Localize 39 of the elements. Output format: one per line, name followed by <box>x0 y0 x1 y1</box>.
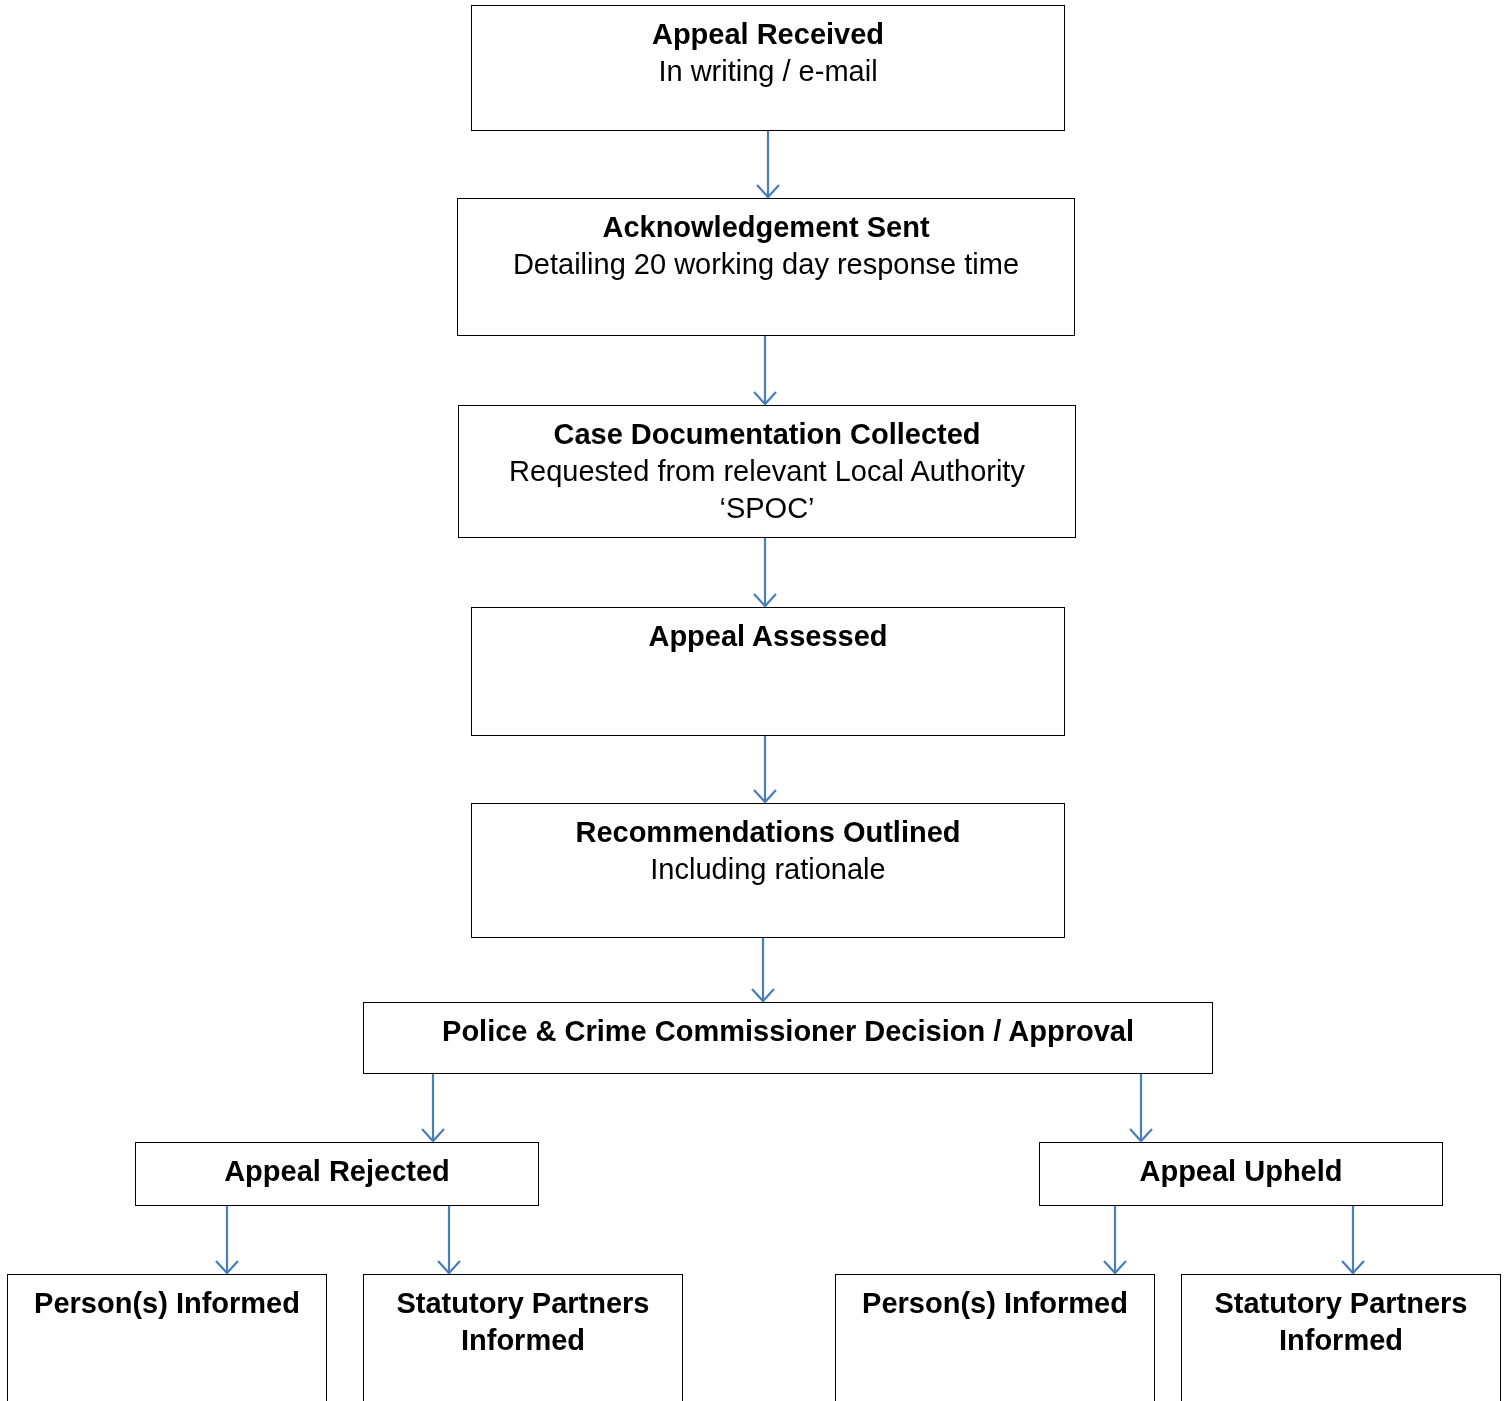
box-heading: Person(s) Informed <box>861 1286 1129 1321</box>
process-box <box>1039 1142 1443 1206</box>
arrow <box>436 1206 462 1275</box>
box-text: Including rationale <box>649 852 887 887</box>
box-heading: Person(s) Informed <box>33 1286 301 1321</box>
process-box <box>363 1274 683 1401</box>
box-heading: Appeal Assessed <box>647 619 889 654</box>
box-heading: Acknowledgement Sent <box>601 210 931 245</box>
arrow <box>1128 1074 1154 1143</box>
process-box <box>363 1002 1213 1074</box>
box-text: Detailing 20 working day response time <box>511 247 1021 282</box>
box-heading: Statutory Partners Informed <box>1213 1286 1469 1358</box>
arrow <box>1340 1206 1366 1275</box>
process-box <box>471 803 1065 938</box>
process-box <box>457 198 1075 336</box>
arrow <box>755 131 781 199</box>
process-box <box>7 1274 327 1401</box>
process-box <box>471 5 1065 131</box>
arrow <box>420 1074 446 1143</box>
box-heading: Appeal Upheld <box>1138 1154 1344 1189</box>
process-box <box>471 607 1065 736</box>
process-box <box>458 405 1076 538</box>
box-heading: Statutory Partners Informed <box>395 1286 651 1358</box>
arrow <box>214 1206 240 1275</box>
box-heading: Police & Crime Commissioner Decision / Approval <box>441 1014 1135 1049</box>
process-box <box>1181 1274 1501 1401</box>
process-box <box>835 1274 1155 1401</box>
box-heading: Appeal Received <box>650 17 886 52</box>
box-heading: Recommendations Outlined <box>574 815 962 850</box>
box-heading: Case Documentation Collected <box>552 417 982 452</box>
arrow <box>1102 1206 1128 1275</box>
arrow <box>752 336 778 406</box>
box-heading: Appeal Rejected <box>223 1154 451 1189</box>
box-text: In writing / e-mail <box>657 54 879 89</box>
arrow <box>750 938 776 1003</box>
box-text: Requested from relevant Local Authority ‘SPOC’ <box>508 454 1026 526</box>
arrow <box>752 736 778 804</box>
process-box <box>135 1142 539 1206</box>
arrow <box>752 538 778 608</box>
